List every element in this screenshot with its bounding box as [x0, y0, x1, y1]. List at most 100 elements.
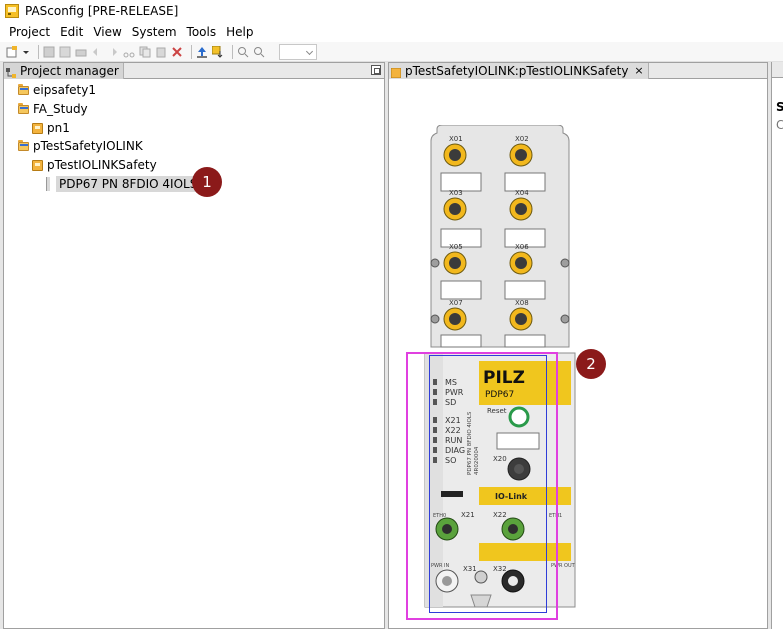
pasconfig-app-icon	[5, 4, 19, 18]
editor-tab-label: pTestSafetyIOLINK:pTestIOLINKSafety	[405, 63, 629, 78]
reset-button[interactable]	[508, 406, 530, 428]
tree-item-label: FA_Study	[33, 102, 88, 116]
menu-help[interactable]: Help	[226, 25, 254, 39]
port-label: X03	[449, 189, 463, 197]
menu-view[interactable]: View	[93, 25, 122, 39]
download-icon[interactable]	[211, 45, 224, 58]
tree-item-label: pTestIOLINKSafety	[47, 158, 157, 172]
port-label: X05	[449, 243, 463, 251]
zoom-in-icon[interactable]	[237, 46, 249, 58]
top-port-labels: X01 X02 X03 X04 X05 X06 X07 X08	[449, 135, 529, 307]
project-tree: eipsafety1 FA_Study pn1 pTestSafetyIOLIN…	[4, 80, 384, 628]
selection-highlight	[406, 352, 558, 620]
network-icon	[32, 159, 43, 171]
dropdown-arrow-icon[interactable]	[22, 46, 30, 58]
right-panel-letter: S	[776, 100, 783, 114]
pilz-model: PDP67	[485, 390, 514, 400]
save-all-icon[interactable]	[59, 46, 71, 58]
tree-item-ptestiolinksafety[interactable]: pTestIOLINKSafety	[32, 156, 157, 174]
status-leds	[433, 379, 437, 463]
port-label: X06	[515, 243, 529, 251]
port-label: X07	[449, 299, 463, 307]
port-label: X08	[515, 299, 529, 307]
redo-icon[interactable]	[107, 46, 119, 58]
tree-item-label: pn1	[47, 121, 70, 135]
undo-icon[interactable]	[91, 46, 103, 58]
callout-badge-2: 2	[576, 349, 606, 379]
port-label: X04	[515, 189, 529, 197]
tree-item-label: eipsafety1	[33, 83, 96, 97]
save-icon[interactable]	[43, 46, 55, 58]
tab-project-manager[interactable]: Project manager	[4, 62, 124, 79]
pilz-brand: PILZ	[483, 368, 525, 388]
menu-project[interactable]: Project	[9, 25, 51, 39]
eth1-label: ETH1	[549, 513, 562, 519]
led-label: RUN	[445, 436, 462, 445]
window-title: PASconfig [PRE-RELEASE]	[25, 4, 179, 18]
folder-icon	[18, 102, 29, 114]
toolbar-separator	[191, 44, 192, 59]
device-bounding-box	[429, 355, 547, 613]
device-icon	[46, 177, 50, 191]
io-link-label: IO-Link	[495, 492, 528, 501]
title-bar: PASconfig [PRE-RELEASE]	[0, 0, 783, 22]
right-panel-partial: S C	[771, 62, 783, 629]
paste-icon[interactable]	[155, 46, 167, 58]
menu-edit[interactable]: Edit	[60, 25, 84, 39]
port-x20-label: X20	[493, 455, 507, 463]
io-link-strip	[479, 487, 571, 505]
close-tab-icon[interactable]: ×	[634, 64, 644, 77]
pwr-out-label: PWR OUT	[551, 563, 576, 569]
network-icon	[32, 122, 43, 134]
callout-badge-1: 1	[192, 167, 222, 197]
right-panel-letter: C	[776, 118, 783, 132]
pdp67-device-drawing[interactable]: X01 X02 X03 X04 X05 X06 X07 X08	[423, 125, 583, 611]
pilz-logo-block	[479, 361, 571, 405]
device-side-text: PDP67 PN 8FDIO 4IOLS	[467, 411, 473, 475]
led-label: DIAG	[445, 446, 465, 455]
folder-icon	[18, 139, 29, 151]
port-x32-label: X32	[493, 565, 507, 573]
tab-editor[interactable]: pTestSafetyIOLINK:pTestIOLINKSafety ×	[389, 62, 649, 79]
led-label: X22	[445, 426, 461, 435]
led-label: SO	[445, 456, 456, 465]
project-manager-tab-label: Project manager	[20, 63, 119, 78]
maximize-icon[interactable]	[371, 65, 381, 75]
zoom-combo[interactable]	[279, 43, 317, 60]
toolbar-separator	[38, 44, 39, 59]
tree-item-eipsafety1[interactable]: eipsafety1	[18, 81, 96, 99]
led-label: X21	[445, 416, 461, 425]
tree-item-ptestsafetyiolink[interactable]: pTestSafetyIOLINK	[18, 137, 143, 155]
work-area: Project manager eipsafety1 FA_Study pn1 …	[0, 62, 783, 629]
port-label: X02	[515, 135, 529, 143]
led-label: PWR	[445, 388, 464, 397]
zoom-out-icon[interactable]	[253, 46, 265, 58]
pwr-in-label: PWR IN	[431, 563, 449, 569]
upload-icon[interactable]	[196, 46, 208, 58]
new-project-icon[interactable]	[6, 45, 18, 58]
port-x22-label: X22	[493, 511, 507, 519]
tree-item-pdp67-device[interactable]: PDP67 PN 8FDIO 4IOLS	[46, 174, 201, 194]
print-icon[interactable]	[75, 46, 87, 58]
port-x31-label: X31	[463, 565, 477, 573]
project-manager-header: Project manager	[4, 62, 384, 79]
toolbar	[0, 42, 783, 62]
project-manager-panel: Project manager eipsafety1 FA_Study pn1 …	[3, 62, 385, 629]
tree-item-pn1[interactable]: pn1	[32, 119, 70, 137]
tree-item-label: PDP67 PN 8FDIO 4IOLS	[56, 176, 201, 192]
tree-item-fa-study[interactable]: FA_Study	[18, 100, 88, 118]
menu-tools[interactable]: Tools	[186, 25, 217, 39]
menu-system[interactable]: System	[131, 25, 177, 39]
copy-icon[interactable]	[139, 46, 151, 58]
folder-icon	[18, 83, 29, 95]
tree-item-label: pTestSafetyIOLINK	[33, 139, 143, 153]
project-manager-icon	[6, 66, 16, 78]
network-tab-icon	[390, 66, 402, 78]
m12-port-rows	[430, 143, 570, 348]
cut-icon[interactable]	[123, 46, 135, 58]
editor-panel: pTestSafetyIOLINK:pTestIOLINKSafety ×	[388, 62, 768, 629]
led-labels: MS PWR SD X21 X22 RUN DIAG SO	[445, 378, 465, 465]
port-label: X01	[449, 135, 463, 143]
delete-icon[interactable]	[171, 46, 183, 58]
toolbar-separator	[232, 44, 233, 59]
